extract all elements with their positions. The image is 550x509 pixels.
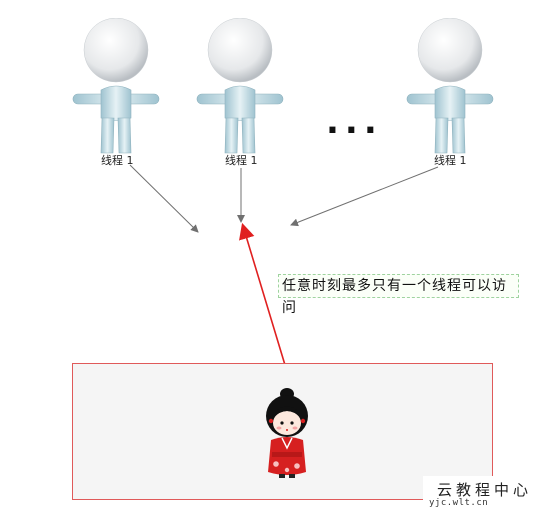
thread-label-1: 线程 1 [101,154,134,167]
thread-3-arrow [290,166,439,227]
thread-label-2: 线程 1 [225,154,258,167]
thread-figure-2 [192,18,292,158]
person-icon [72,18,160,154]
watermark: 云教程中心 yjc.wlt.cn [423,476,550,509]
kokeshi-doll-icon [266,388,308,478]
thread-1-arrow [129,164,199,233]
thread-figure-1 [68,18,168,158]
watermark-title: 云教程中心 [437,481,533,499]
person-icon [196,18,284,154]
more-threads-ellipsis: ... [326,102,383,142]
thread-label-3: 线程 1 [434,154,467,167]
watermark-url: yjc.wlt.cn [429,498,489,508]
mutex-note: 任意时刻最多只有一个线程可以访问 [278,274,519,316]
access-arrow [239,222,286,366]
thread-figure-3 [402,18,502,158]
shared-resource-box [72,363,493,500]
person-icon [406,18,494,154]
